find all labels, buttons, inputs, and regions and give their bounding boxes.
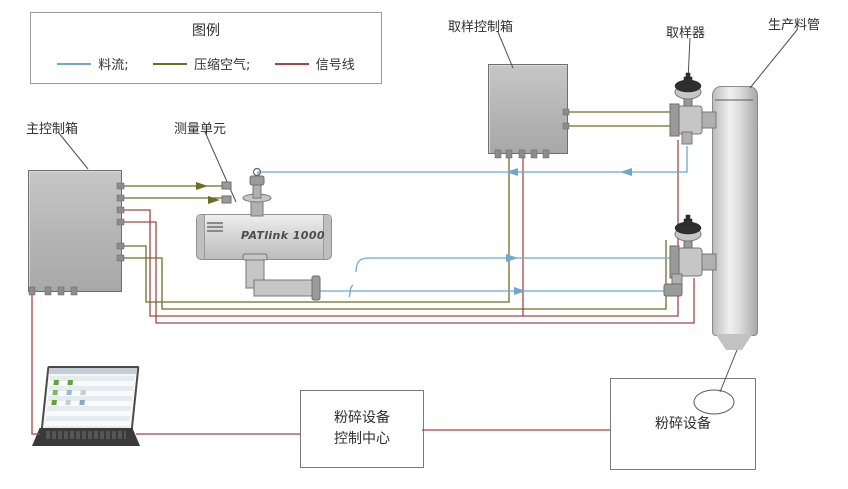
elbow-horizontal-pipe — [253, 279, 315, 297]
laptop-screen — [40, 366, 140, 432]
pipe-discharge-taper — [715, 334, 753, 350]
legend-box: 图例 料流; 压缩空气; 信号线 — [30, 12, 382, 84]
crusher-box: 粉碎设备 — [610, 378, 756, 470]
unit-model-text: PATlink 1000 — [241, 229, 325, 242]
signal-line-swatch — [274, 62, 309, 65]
label-sampling-control-box: 取样控制箱 — [448, 20, 514, 35]
legend-item-flow-label: 料流; — [98, 58, 129, 73]
elbow-vertical-pipe — [245, 259, 265, 289]
leader-main-control-box — [57, 131, 89, 170]
label-sampler: 取样器 — [666, 26, 706, 41]
sampler-return-port — [663, 283, 683, 297]
flow-line-swatch — [57, 62, 92, 65]
legend-item-flow: 料流; — [57, 54, 129, 73]
air-lines — [120, 111, 670, 310]
legend-item-signal: 信号线 — [274, 54, 355, 73]
legend-items: 料流; 压缩空气; 信号线 — [31, 54, 381, 73]
valve-air-port-1 — [221, 181, 232, 190]
flow-arrow-icon — [506, 254, 518, 262]
leader-sampling-control-box — [497, 31, 514, 69]
laptop-screen-cells — [53, 380, 59, 385]
valve-flange-disc — [242, 193, 272, 203]
sampler-down-stub — [671, 273, 683, 289]
crusher-control-center-line2: 控制中心 — [334, 431, 390, 447]
air-line-swatch — [152, 62, 187, 65]
flow-line-break-mark — [348, 284, 354, 298]
sampling-control-box — [488, 64, 568, 154]
sampler-left-flange — [669, 103, 680, 137]
air-arrow-icon — [196, 182, 208, 190]
sampler-cap-knob — [683, 76, 693, 84]
valve-air-port-2 — [221, 195, 232, 204]
sampler-cap-knob — [683, 218, 693, 226]
legend-title: 图例 — [192, 23, 220, 39]
upper-sampler — [669, 72, 717, 145]
legend-item-signal-label: 信号线 — [315, 58, 355, 73]
label-measurement-unit: 测量单元 — [174, 122, 227, 137]
unit-outlet-elbow — [242, 253, 321, 301]
sampler-left-flange — [669, 245, 680, 279]
laptop-base — [32, 428, 140, 446]
sampler-down-stub — [681, 131, 693, 145]
sampler-actuator-stem — [683, 237, 693, 249]
signal-line-main-box-to-laptop — [31, 290, 40, 435]
air-arrow-icon — [208, 196, 220, 204]
elbow-flange — [311, 275, 321, 301]
valve-handle-icon — [252, 167, 262, 177]
flow-arrow-icon — [620, 168, 632, 176]
sampler-actuator-cap — [674, 221, 702, 235]
leader-sampler — [687, 37, 691, 81]
label-main-control-box: 主控制箱 — [26, 122, 79, 137]
valve-upper-stem — [252, 183, 262, 199]
valve-cap — [249, 175, 265, 186]
main-control-box — [28, 170, 122, 292]
crusher-label: 粉碎设备 — [655, 416, 711, 432]
flow-arrow-icon — [506, 168, 518, 176]
unit-logo — [207, 222, 223, 232]
sampler-actuator-dome — [674, 226, 702, 242]
leader-production-pipe — [749, 29, 798, 89]
production-pipe — [712, 86, 758, 336]
sampler-body — [677, 247, 703, 277]
flow-arrow-icon — [514, 287, 526, 295]
measurement-unit: PATlink 1000 — [196, 214, 332, 260]
leader-measurement-unit — [204, 131, 237, 203]
unit-endcap-left — [197, 215, 205, 259]
sampler-body — [677, 105, 703, 135]
sampler-actuator-dome — [674, 84, 702, 100]
laptop-keyboard — [46, 431, 126, 439]
sampler-actuator-cap — [674, 79, 702, 93]
label-production-pipe: 生产料管 — [768, 18, 821, 33]
flow-line-sampler-to-unit — [257, 146, 688, 178]
sampler-cap-stem — [685, 214, 691, 221]
lower-sampler — [663, 214, 717, 297]
legend-item-air-label: 压缩空气; — [193, 58, 251, 73]
sampler-actuator-stem — [683, 95, 693, 107]
unit-inlet-valve — [221, 167, 272, 217]
legend-item-air: 压缩空气; — [152, 54, 251, 73]
laptop-screen-titlebar — [48, 368, 138, 374]
flow-line-unit-return-high — [355, 257, 672, 273]
crusher-control-center-box: 粉碎设备 控制中心 — [300, 390, 424, 468]
sampler-cap-stem — [685, 72, 691, 79]
crusher-control-center-line1: 粉碎设备 — [334, 410, 390, 426]
